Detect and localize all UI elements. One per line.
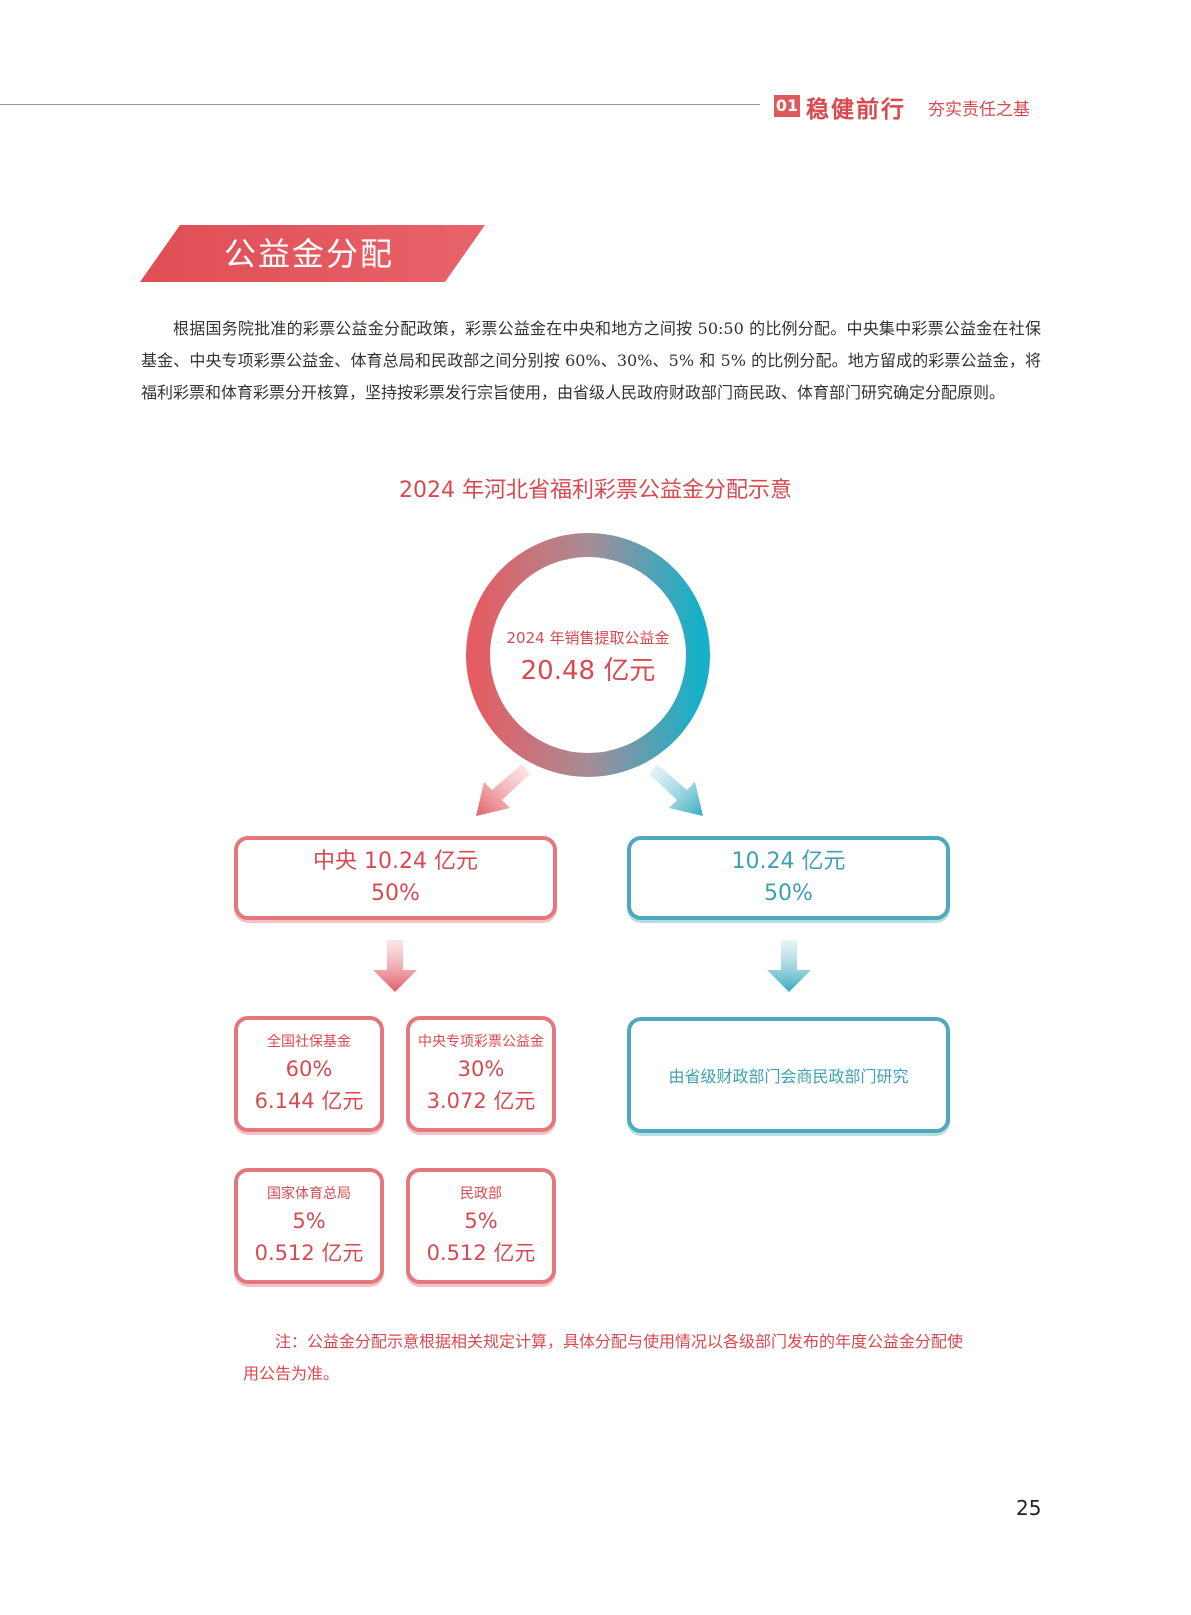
header-divider [0,104,760,105]
allocation-amount: 0.512 亿元 [426,1241,536,1265]
total-label: 2024 年销售提取公益金 [506,629,670,647]
arrow-down-central-icon [373,940,417,992]
arrow-to-local-icon [649,764,703,816]
allocation-box-social-security: 全国社保基金 60% 6.144 亿元 [234,1016,384,1132]
central-box: 中央 10.24 亿元 50% [234,836,557,920]
arrow-down-local-icon [767,940,811,992]
local-box: 10.24 亿元 50% [627,836,950,920]
page-number: 25 [1016,1496,1042,1520]
local-description: 由省级财政部门会商民政部门研究 [668,1067,909,1086]
allocation-percent: 5% [292,1209,326,1233]
allocation-amount: 3.072 亿元 [426,1089,536,1113]
allocation-amount: 6.144 亿元 [254,1089,364,1113]
allocation-box-civil-affairs: 民政部 5% 0.512 亿元 [406,1168,556,1284]
allocation-name: 国家体育总局 [267,1186,351,1202]
total-value: 20.48 亿元 [520,656,656,686]
allocation-name: 民政部 [460,1186,502,1202]
intro-paragraph: 根据国务院批准的彩票公益金分配政策，彩票公益金在中央和地方之间按 50:50 的… [141,319,1041,402]
footnote: 注：公益金分配示意根据相关规定计算，具体分配与使用情况以各级部门发布的年度公益金… [243,1332,964,1383]
allocation-box-central-special: 中央专项彩票公益金 30% 3.072 亿元 [406,1016,556,1132]
arrow-to-central-icon [476,764,530,816]
central-percent: 50% [371,881,420,906]
allocation-box-sports: 国家体育总局 5% 0.512 亿元 [234,1168,384,1284]
local-percent: 50% [764,881,813,906]
section-title: 稳健前行 [806,96,906,123]
allocation-name: 全国社保基金 [267,1034,351,1050]
local-description-box: 由省级财政部门会商民政部门研究 [627,1017,950,1133]
total-ring [466,533,710,777]
allocation-amount: 0.512 亿元 [254,1241,364,1265]
central-amount: 中央 10.24 亿元 [313,849,478,874]
section-number-badge: 01 [774,95,800,117]
allocation-percent: 60% [285,1057,333,1081]
title-banner [140,225,485,282]
section-subtitle: 夯实责任之基 [928,100,1030,120]
allocation-percent: 5% [464,1209,498,1233]
infographic-title: 2024 年河北省福利彩票公益金分配示意 [399,478,792,503]
banner-title: 公益金分配 [224,235,395,273]
local-amount: 10.24 亿元 [731,849,846,874]
allocation-percent: 30% [457,1057,505,1081]
allocation-name: 中央专项彩票公益金 [418,1034,544,1050]
